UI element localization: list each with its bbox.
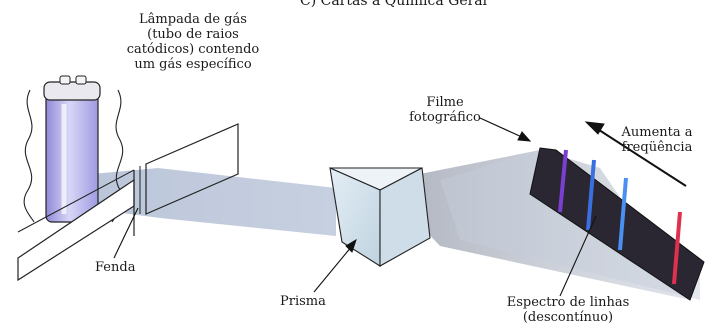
- film-label: Filme fotográfico: [400, 95, 490, 125]
- frequency-arrow-line: [595, 127, 687, 187]
- lamp-terminal-left: [59, 75, 71, 85]
- lamp-label-line: um gás específico: [134, 57, 252, 72]
- slit-pointer-line: [113, 207, 139, 259]
- spectrum-pointer-line: [559, 215, 597, 297]
- spectral-line-blue-1: [586, 159, 596, 231]
- frequency-label-line: Aumenta a: [621, 125, 693, 140]
- prism-right-face: [379, 167, 431, 267]
- lamp-cap: [43, 81, 101, 101]
- frequency-label: Aumenta a freqüência: [610, 125, 704, 155]
- film-strip: [529, 147, 705, 301]
- annotation-lines: [113, 117, 687, 297]
- slit-plate-right: [145, 123, 239, 215]
- gas-lamp: [23, 75, 124, 223]
- film-pointer-arrowhead: [517, 131, 532, 142]
- header-fragment: C) Cartas a Química Geral: [300, 0, 488, 9]
- lamp-tube: [45, 91, 99, 223]
- lamp-label-line: (tubo de raios: [147, 27, 239, 42]
- slit-apparatus: [17, 123, 239, 282]
- frequency-arrowhead: [584, 121, 605, 135]
- spectral-line-violet: [558, 149, 568, 213]
- spectrum-label-line: Espectro de linhas: [506, 295, 630, 310]
- spectrum-label: Espectro de linhas (descontínuo): [498, 295, 638, 324]
- dispersed-light-fan: [380, 150, 690, 300]
- lamp-terminal-right: [75, 75, 87, 85]
- prism-label: Prisma: [280, 294, 326, 309]
- film-label-line: Filme: [426, 95, 464, 110]
- frequency-label-line: freqüência: [621, 140, 693, 155]
- film-pointer-line: [479, 117, 525, 139]
- spectral-line-red: [672, 211, 682, 285]
- prism-pointer-line: [313, 245, 353, 293]
- slit-label: Fenda: [95, 260, 136, 275]
- prism: [329, 167, 431, 267]
- spectral-line-blue-2: [618, 177, 628, 251]
- lamp-label: Lâmpada de gás (tubo de raios catódicos)…: [118, 12, 268, 72]
- lamp-label-line: Lâmpada de gás: [139, 12, 247, 27]
- prism-pointer-arrowhead: [345, 238, 357, 253]
- photographic-film: [529, 147, 705, 301]
- film-label-line: fotográfico: [409, 110, 481, 125]
- light-beam: [70, 168, 336, 236]
- lamp-label-line: catódicos) contendo: [126, 42, 260, 57]
- spectrum-label-line: (descontínuo): [522, 310, 614, 324]
